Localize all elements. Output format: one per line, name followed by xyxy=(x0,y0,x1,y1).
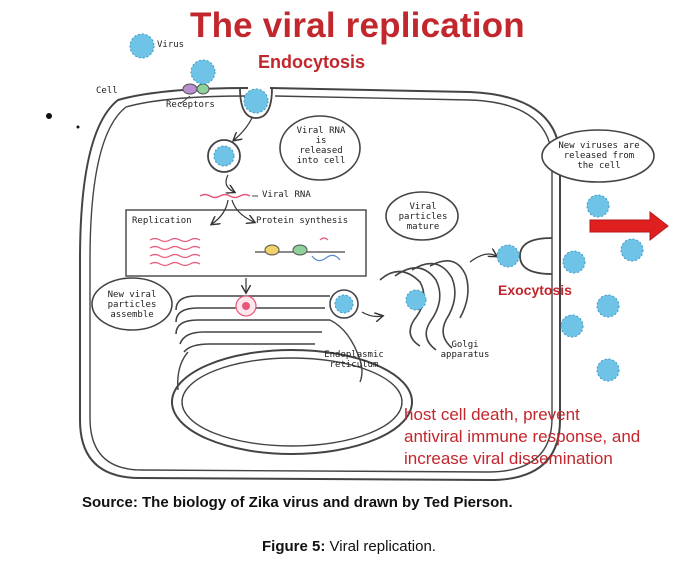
new-particles-label: New viral particles assemble xyxy=(107,290,157,320)
virus-label: Virus xyxy=(157,40,185,50)
release-arrow xyxy=(589,210,669,242)
assembling-particle-core xyxy=(242,302,250,310)
outcome-line-3: increase viral dissemination xyxy=(404,449,613,468)
replicated-rna-strands xyxy=(149,237,201,267)
particles-mature-label: Viral particles mature xyxy=(398,202,448,232)
source-credit: Source: The biology of Zika virus and dr… xyxy=(82,494,513,511)
virus-particle xyxy=(405,289,427,311)
ribosome-protein-icon xyxy=(255,237,345,262)
arrow-to-exocytosis xyxy=(469,254,496,263)
endocytosis-label: Endocytosis xyxy=(258,52,366,72)
bubble-new-viruses xyxy=(541,129,655,183)
bubble-rna-released xyxy=(279,115,361,181)
arrow-endocytosis xyxy=(234,117,253,140)
endoplasmic-reticulum xyxy=(175,295,330,353)
outcome-text: host cell death, prevent antiviral immun… xyxy=(404,404,640,470)
virus-particle xyxy=(129,33,155,59)
viral-rna-strand xyxy=(199,193,251,199)
er-connector-left xyxy=(177,351,189,391)
virus-particle xyxy=(560,314,584,338)
virus-particle xyxy=(334,294,354,314)
diagram-title: The viral replication xyxy=(190,6,525,45)
figure-caption-text: Viral replication. xyxy=(325,538,436,555)
cell-label: Cell xyxy=(96,86,118,96)
new-viruses-released-label: New viruses are released from the cell xyxy=(558,141,640,171)
arrow-to-replication xyxy=(212,199,229,224)
golgi-label: Golgi apparatus xyxy=(440,340,490,360)
virus-particle xyxy=(596,358,620,382)
receptor-icon xyxy=(182,83,210,95)
er-label: Endoplasmic reticulum xyxy=(324,350,384,370)
figure-number: Figure 5: xyxy=(262,538,326,555)
golgi-apparatus xyxy=(379,260,469,351)
virus-particles xyxy=(129,33,644,382)
virus-particle xyxy=(562,250,586,274)
viral-rna-label: Viral RNA xyxy=(262,190,311,200)
rna-released-label: Viral RNA is released into cell xyxy=(296,126,346,166)
er-budding-vesicle xyxy=(329,289,359,319)
virus-particle xyxy=(586,194,610,218)
receptors-label: Receptors xyxy=(166,100,215,110)
virus-particle xyxy=(496,244,520,268)
endocytosis-pit xyxy=(239,87,273,119)
protein-synthesis-label: Protein synthesis xyxy=(256,216,349,226)
receptors-pointer xyxy=(179,95,191,105)
virus-particle xyxy=(620,238,644,262)
bubble-particles-mature xyxy=(385,191,459,241)
bubble-new-particles xyxy=(91,277,173,331)
virus-particle xyxy=(243,88,269,114)
virus-particle xyxy=(596,294,620,318)
outcome-line-1: host cell death, prevent xyxy=(404,405,580,424)
nucleus-inner-membrane xyxy=(181,357,403,447)
arrow-to-protein xyxy=(231,199,254,222)
dot-mark-small xyxy=(76,125,80,129)
nucleus-outer-membrane xyxy=(171,349,413,455)
arrow-to-golgi xyxy=(361,311,382,317)
replication-synthesis-box xyxy=(125,209,367,277)
er-connector-right xyxy=(329,319,363,383)
exocytosis-pore xyxy=(519,237,553,275)
virus-particle xyxy=(190,59,216,85)
replication-label: Replication xyxy=(132,216,192,226)
endosome-vesicle xyxy=(207,139,241,173)
exocytosis-label: Exocytosis xyxy=(498,282,572,298)
figure-caption: Figure 5: Viral replication. xyxy=(0,538,698,555)
dot-mark xyxy=(46,113,52,119)
virus-particle xyxy=(213,145,235,167)
outcome-line-2: antiviral immune response, and xyxy=(404,427,641,446)
arrow-uncoating xyxy=(226,174,234,192)
